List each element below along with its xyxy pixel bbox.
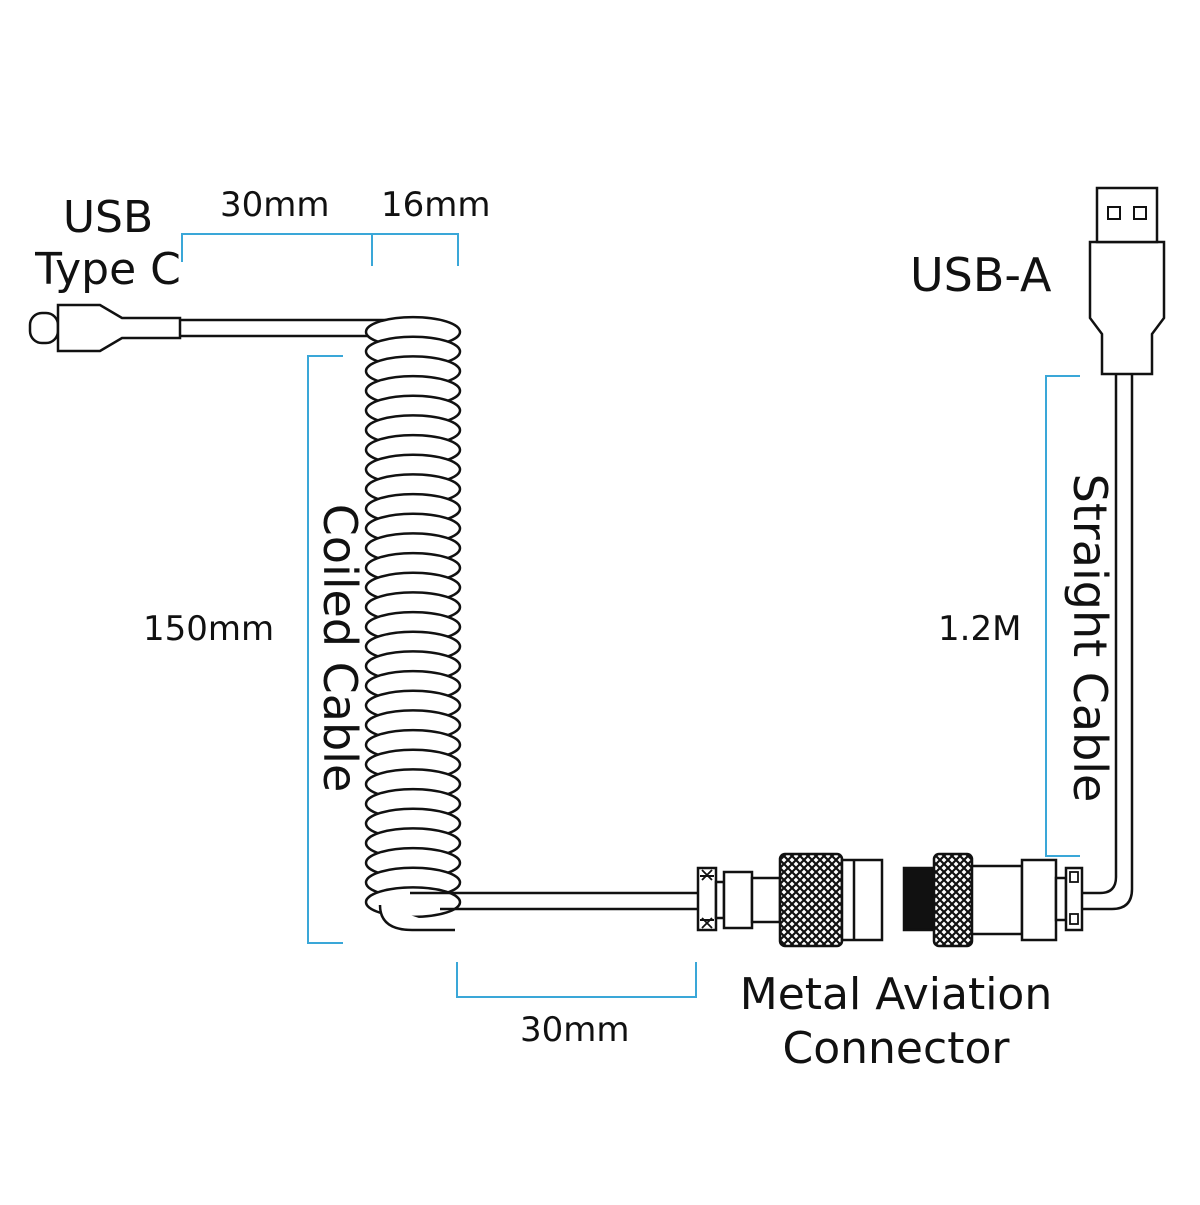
dim-label-1-2m: 1.2M [938,609,1022,649]
left-threaded-sleeve [840,858,884,942]
aviation-connector-left [696,852,884,948]
coiled-cable-label: Coiled Cable [313,503,367,793]
dim-bracket-30mm-bottom [456,962,697,998]
right-pin-insert [902,866,938,932]
connector-label-line2: Connector [782,1023,1010,1074]
usb-c-plug [28,303,182,353]
dim-bracket-150mm [307,355,343,944]
connector-label: Metal Aviation Connector [726,968,1066,1076]
right-knurled-nut [932,852,974,948]
usb-a-label: USB-A [910,248,1052,302]
left-knurled-nut [778,852,844,948]
usb-c-tip [28,311,60,345]
dim-label-16mm: 16mm [381,185,491,225]
connector-label-line1: Metal Aviation [739,969,1053,1020]
straight-cable-label: Straight Cable [1063,473,1117,803]
dim-label-150mm: 150mm [143,609,275,649]
straight-cable [1082,374,1134,911]
usb-a-slot-left [1107,206,1121,220]
aviation-connector-right [902,852,1084,948]
usb-c-label: USB Type C [18,192,198,296]
usb-c-label-line1: USB [62,192,154,243]
dim-label-30mm-bottom: 30mm [520,1010,630,1050]
coiled-cable [364,315,462,919]
dim-label-30mm-top: 30mm [220,185,330,225]
usb-a-metal-shell [1095,186,1159,244]
usb-c-body [56,303,182,353]
dim-bracket-16mm-top [372,233,459,266]
usb-a-body [1088,240,1166,376]
usb-a-slot-right [1133,206,1147,220]
dim-bracket-30mm-top [181,233,373,266]
dim-bracket-1-2m [1045,375,1080,857]
bottom-cable [378,891,700,932]
dimension-lines [181,233,1080,998]
usb-c-label-line2: Type C [35,244,181,295]
usb-a-plug [1088,186,1166,376]
